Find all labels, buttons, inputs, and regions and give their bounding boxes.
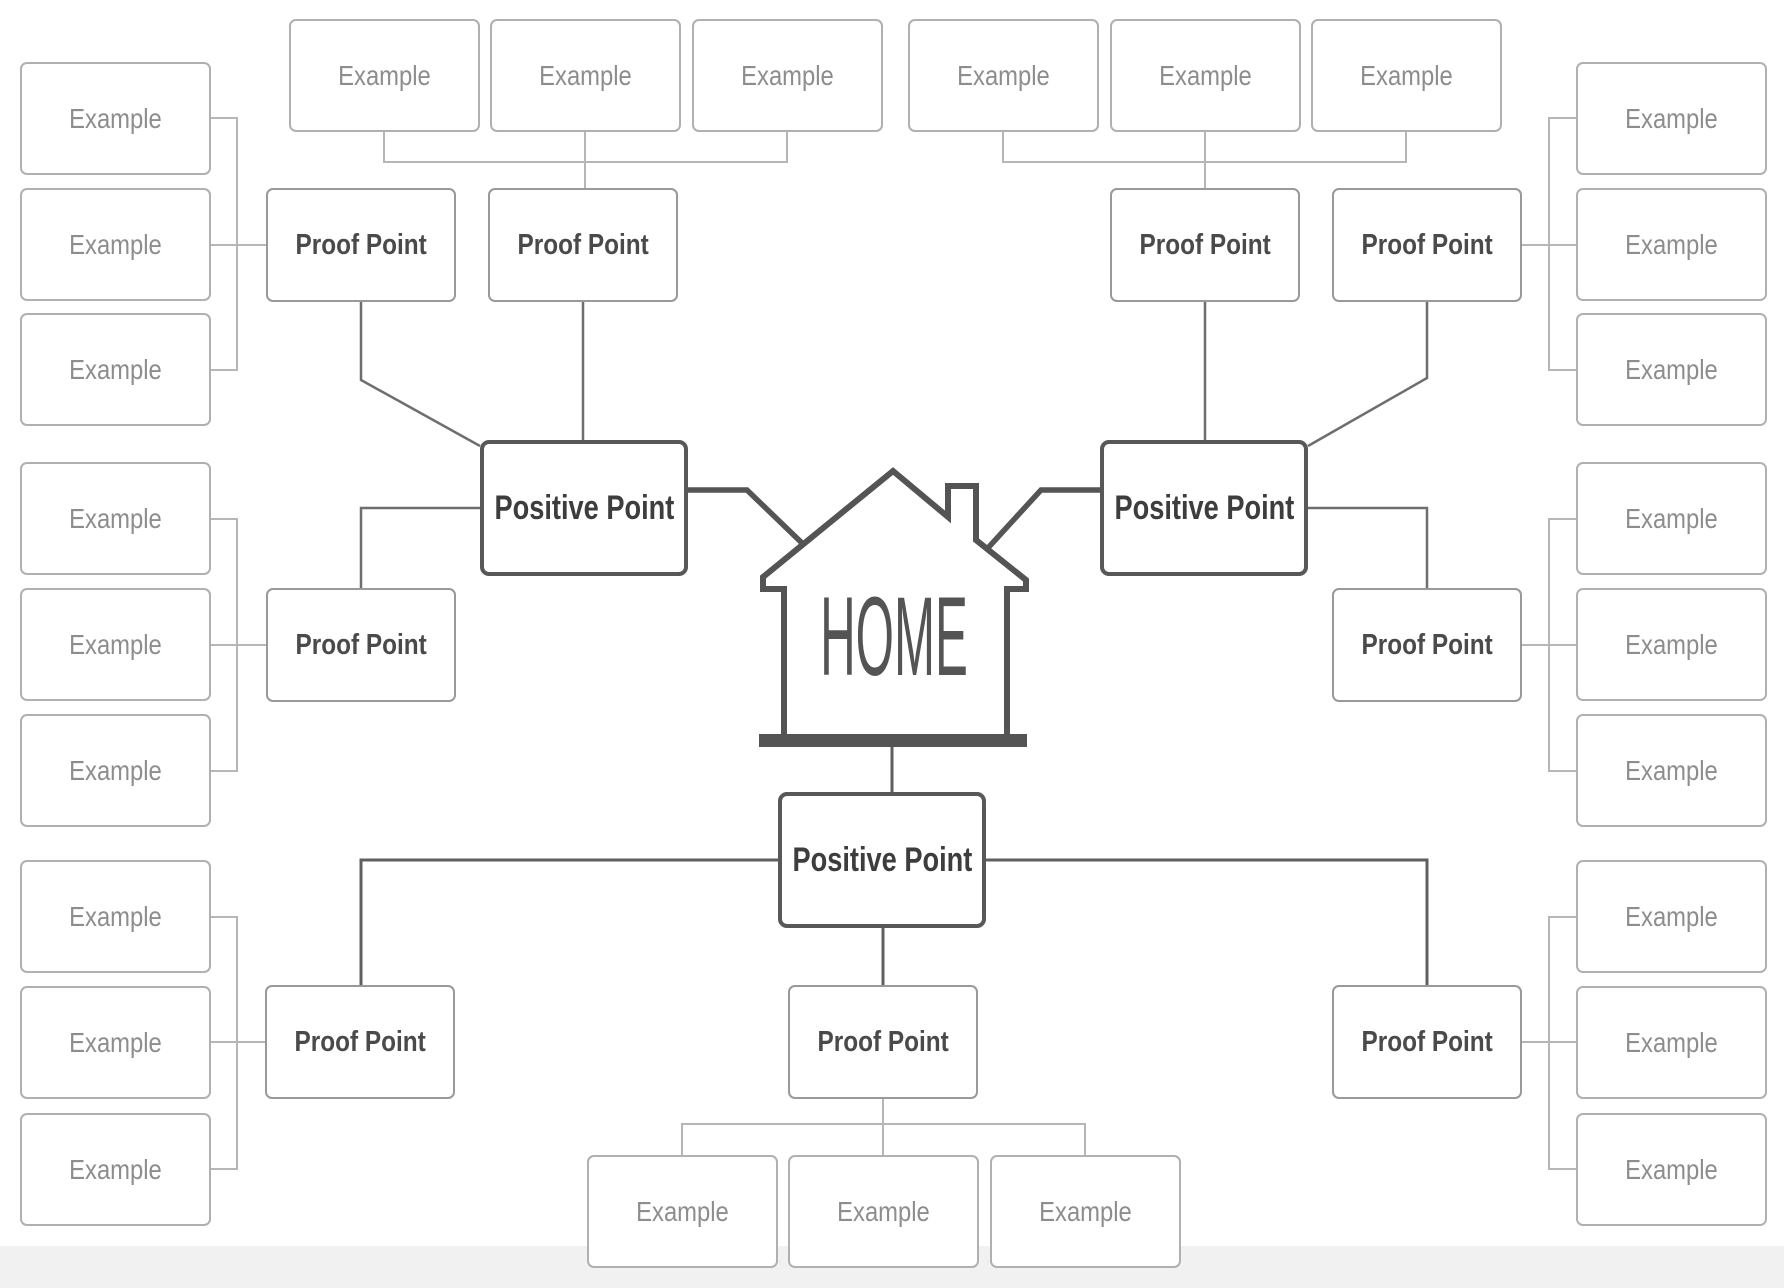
example-box: Example [788, 1155, 979, 1268]
example-box-label: Example [1625, 102, 1718, 134]
example-box-label: Example [69, 1026, 162, 1058]
proof-point-box-label: Proof Point [817, 1025, 949, 1058]
example-box: Example [1576, 860, 1767, 973]
example-box-label: Example [69, 754, 162, 786]
example-box: Example [20, 1113, 211, 1226]
house-base [759, 734, 1027, 747]
proof-point-box: Proof Point [266, 588, 456, 702]
proof-point-box-label: Proof Point [517, 228, 649, 261]
positive-point-box-label: Positive Point [494, 488, 674, 527]
example-box: Example [1311, 19, 1502, 132]
house-icon [760, 467, 1029, 741]
example-box-label: Example [1159, 59, 1252, 91]
example-box: Example [490, 19, 681, 132]
link-pp4-posright [1307, 302, 1429, 448]
example-box-label: Example [1625, 1026, 1718, 1058]
example-box-label: Example [957, 59, 1050, 91]
example-box-label: Example [1360, 59, 1453, 91]
positive-point-box: Positive Point [480, 440, 688, 576]
example-box: Example [20, 714, 211, 827]
example-box-label: Example [837, 1195, 930, 1227]
proof-point-box: Proof Point [788, 985, 978, 1099]
example-box: Example [908, 19, 1099, 132]
proof-point-box-label: Proof Point [295, 628, 427, 661]
bus-right-bottom [1522, 916, 1576, 1170]
example-box-label: Example [636, 1195, 729, 1227]
proof-point-box-label: Proof Point [1361, 628, 1493, 661]
example-box: Example [1576, 588, 1767, 701]
example-box: Example [1576, 714, 1767, 827]
example-box-label: Example [1625, 502, 1718, 534]
example-box: Example [1576, 986, 1767, 1099]
example-box: Example [20, 62, 211, 175]
bus-right-middle [1522, 518, 1576, 772]
positive-point-box-label: Positive Point [792, 840, 972, 879]
example-box-label: Example [69, 353, 162, 385]
example-box-label: Example [69, 900, 162, 932]
proof-point-box: Proof Point [1332, 588, 1522, 702]
example-box: Example [587, 1155, 778, 1268]
proof-point-box: Proof Point [265, 985, 455, 1099]
link-posright-pp6 [1308, 506, 1429, 588]
link-pp1-posleft [359, 302, 481, 448]
example-box-label: Example [69, 228, 162, 260]
proof-point-box-label: Proof Point [1139, 228, 1271, 261]
example-box: Example [1576, 1113, 1767, 1226]
proof-point-box-label: Proof Point [1361, 1025, 1493, 1058]
bus-bottom-group [681, 1099, 1086, 1155]
example-box: Example [20, 462, 211, 575]
example-box: Example [692, 19, 883, 132]
example-box: Example [1576, 188, 1767, 301]
example-box: Example [20, 188, 211, 301]
proof-point-box: Proof Point [488, 188, 678, 302]
example-box: Example [1576, 313, 1767, 426]
proof-point-box-label: Proof Point [295, 228, 427, 261]
example-box-label: Example [741, 59, 834, 91]
example-box-label: Example [1625, 1153, 1718, 1185]
example-box-label: Example [1625, 754, 1718, 786]
bus-left-bottom [211, 916, 265, 1170]
example-box-label: Example [1625, 628, 1718, 660]
bus-left-top [211, 117, 266, 371]
positive-point-box-label: Positive Point [1114, 488, 1294, 527]
example-box: Example [289, 19, 480, 132]
example-box: Example [20, 588, 211, 701]
example-box-label: Example [69, 102, 162, 134]
example-box: Example [1110, 19, 1301, 132]
bus-left-middle [211, 518, 266, 772]
proof-point-box: Proof Point [1332, 985, 1522, 1099]
example-box-label: Example [1625, 900, 1718, 932]
home-label: HOME [820, 574, 968, 699]
positive-point-box: Positive Point [1100, 440, 1308, 576]
link-posbottom-pp7 [359, 858, 778, 985]
proof-point-box-label: Proof Point [1361, 228, 1493, 261]
bus-top-right-group [1002, 132, 1407, 188]
example-box-label: Example [539, 59, 632, 91]
proof-point-box: Proof Point [1332, 188, 1522, 302]
example-box: Example [20, 986, 211, 1099]
example-box: Example [990, 1155, 1181, 1268]
proof-point-box-label: Proof Point [294, 1025, 426, 1058]
bus-top-left-group [383, 132, 788, 188]
example-box: Example [1576, 462, 1767, 575]
example-box-label: Example [1039, 1195, 1132, 1227]
example-box: Example [1576, 62, 1767, 175]
example-box: Example [20, 313, 211, 426]
example-box-label: Example [338, 59, 431, 91]
proof-point-box: Proof Point [1110, 188, 1300, 302]
example-box-label: Example [69, 502, 162, 534]
link-posleft-house [688, 487, 805, 546]
positive-point-box: Positive Point [778, 792, 986, 928]
example-box-label: Example [69, 628, 162, 660]
example-box-label: Example [1625, 353, 1718, 385]
link-posright-house [984, 487, 1100, 551]
bus-right-top [1522, 117, 1576, 371]
proof-point-box: Proof Point [266, 188, 456, 302]
example-box: Example [20, 860, 211, 973]
example-box-label: Example [1625, 228, 1718, 260]
link-posbottom-pp9 [986, 858, 1429, 985]
link-posleft-pp5 [359, 506, 480, 588]
example-box-label: Example [69, 1153, 162, 1185]
